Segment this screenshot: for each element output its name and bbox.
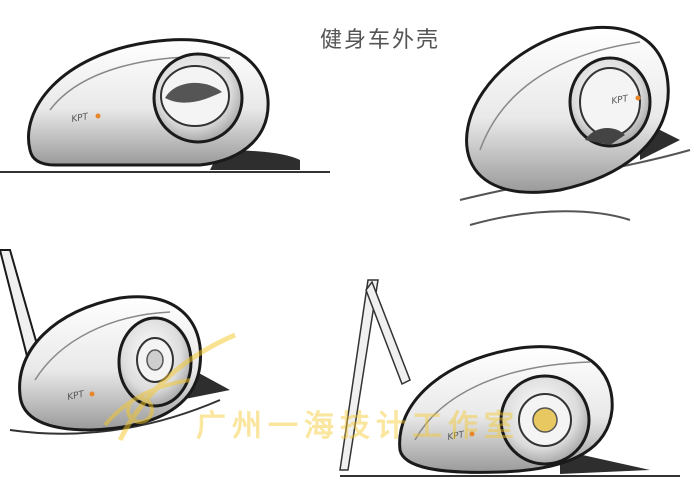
shell-highlight — [34, 311, 171, 381]
flywheel-hub — [532, 407, 558, 433]
brand-mark: KPT — [71, 112, 91, 125]
handlebar-frame — [365, 280, 411, 386]
shell-highlight — [479, 41, 641, 151]
watermark-text: 广州一海技计工作室 — [196, 409, 520, 444]
flywheel-hub — [146, 349, 164, 371]
brand-dot — [89, 391, 95, 397]
base-shadow — [560, 450, 650, 474]
flywheel-hub — [165, 82, 222, 103]
brand-dot — [469, 431, 475, 437]
watermark-logo — [103, 332, 236, 442]
flywheel-inner — [579, 67, 641, 137]
ground-swoosh — [469, 210, 631, 226]
brand-mark: KPT — [447, 430, 467, 443]
brand-dot — [635, 95, 641, 101]
sketch-bottom-right: KPT — [339, 279, 680, 477]
flywheel-hub — [585, 128, 625, 145]
page-title: 健身车外壳 — [319, 28, 440, 53]
sketch-top-left: KPT — [0, 38, 330, 173]
brand-dot — [95, 113, 101, 119]
brand-mark: KPT — [67, 389, 87, 403]
sketch-top-right: KPT — [459, 25, 691, 226]
brand-mark: KPT — [611, 94, 631, 107]
ground-line — [9, 399, 221, 435]
handlebar-frame — [339, 279, 379, 471]
shell-highlight — [414, 361, 591, 441]
